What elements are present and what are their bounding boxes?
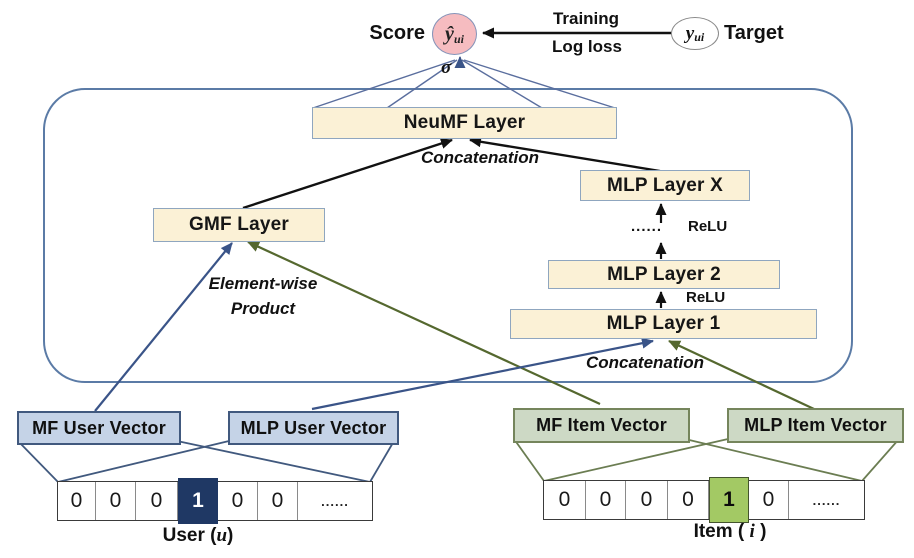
mlp-item-vector-label: MLP Item Vector (744, 415, 887, 435)
score-subscript: ui (453, 32, 464, 46)
vector-cell-hot: 1 (178, 478, 218, 524)
score-symbol: ŷ (445, 22, 454, 45)
element-wise-line2: Product (230, 298, 296, 318)
mlp-layer-2-label: MLP Layer 2 (607, 263, 721, 285)
vector-cell: 0 (544, 481, 586, 519)
vector-cell-ellipsis: ...... (812, 492, 841, 508)
neumf-layer-label: NeuMF Layer (403, 112, 526, 133)
vector-cell: 0 (586, 481, 626, 519)
mlp-item-vector-box: MLP Item Vector (727, 408, 904, 443)
mf-user-vector-label: MF User Vector (32, 417, 166, 438)
vector-cell: 0 (668, 481, 709, 519)
target-symbol: y (685, 22, 695, 44)
mlp-layer-1-label: MLP Layer 1 (606, 313, 721, 334)
vector-cell: 0 (258, 482, 298, 520)
user-input-label: User (u) (163, 525, 234, 547)
vector-cell: 0 (626, 481, 668, 519)
vector-cell: 0 (58, 482, 96, 520)
element-wise-product-label: Element-wise Product (183, 272, 343, 321)
score-label: Score (369, 22, 425, 44)
user-funnel-lines (17, 440, 395, 483)
mlp-user-vector-label: MLP User Vector (240, 417, 387, 438)
item-input-label: Item ( i ) (694, 521, 767, 543)
user-label-prefix: User ( (162, 525, 217, 546)
mlp-tower-dots: ...... (631, 218, 663, 235)
mf-item-vector-label: MF Item Vector (536, 415, 667, 435)
target-subscript: ui (694, 30, 705, 44)
neumf-layer-box: NeuMF Layer (312, 107, 617, 139)
mlp-layer-2-box: MLP Layer 2 (548, 260, 780, 289)
item-onehot-vector: 0 0 0 0 1 0 ...... (543, 477, 865, 523)
sigma-label: σ (441, 57, 452, 78)
relu-lower-label: ReLU (686, 289, 726, 306)
item-label-var: i (749, 521, 755, 542)
item-funnel-lines (513, 438, 900, 482)
vector-cell-ellipsis: ...... (321, 493, 349, 509)
mlp-layer-x-box: MLP Layer X (580, 170, 750, 201)
relu-upper-label: ReLU (688, 218, 728, 235)
log-loss-label: Log loss (552, 37, 622, 56)
element-wise-line1: Element-wise (208, 274, 318, 293)
concatenation-bottom-label: Concatenation (585, 353, 705, 372)
mf-user-vector-box: MF User Vector (17, 411, 181, 445)
target-label: Target (724, 22, 784, 44)
user-onehot-vector: 0 0 0 1 0 0 ...... (57, 478, 373, 524)
vector-cell: 0 (136, 482, 178, 520)
mlp-layer-1-box: MLP Layer 1 (510, 309, 817, 339)
mlp-layer-x-label: MLP Layer X (607, 174, 723, 196)
gmf-layer-box: GMF Layer (153, 208, 325, 242)
vector-cell: 0 (218, 482, 258, 520)
vector-cell: 0 (749, 481, 789, 519)
mlp-user-vector-box: MLP User Vector (228, 411, 399, 445)
gmf-layer-label: GMF Layer (189, 214, 289, 235)
item-label-prefix: Item ( (693, 521, 750, 542)
mf-item-vector-box: MF Item Vector (513, 408, 690, 443)
user-label-suffix: ) (227, 525, 234, 546)
item-label-suffix: ) (754, 521, 767, 542)
vector-cell-hot: 1 (709, 477, 749, 523)
concatenation-top-label: Concatenation (420, 148, 540, 167)
user-label-var: u (216, 525, 228, 546)
vector-cell: 0 (96, 482, 136, 520)
training-label: Training (552, 9, 620, 28)
